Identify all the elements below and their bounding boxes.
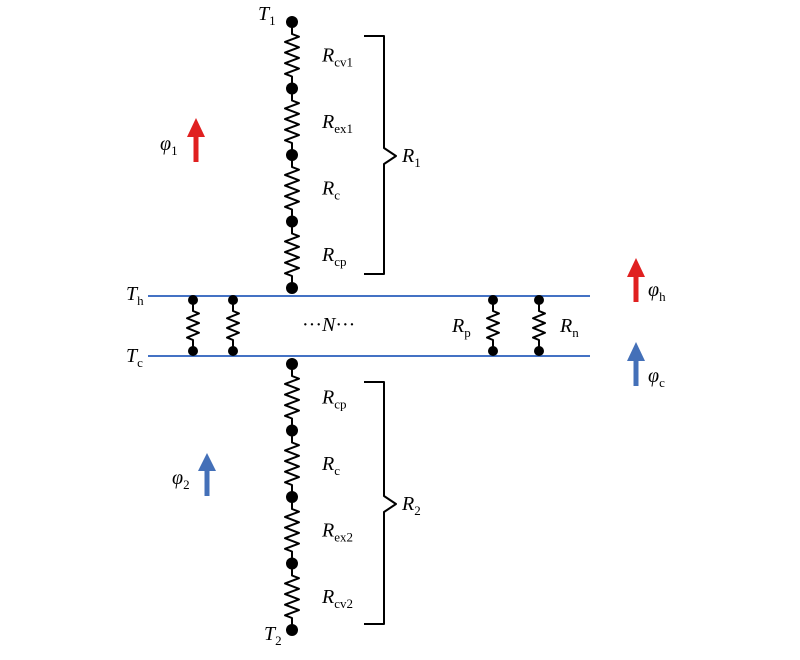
- lower-label-c: Rc: [321, 453, 340, 478]
- phih-label: φh: [648, 279, 666, 304]
- lower-node-1: [286, 424, 298, 437]
- upper-label-cv1: Rcv1: [321, 44, 353, 69]
- lower-resistor-ex2: [284, 502, 300, 559]
- lower-node-2: [286, 491, 298, 503]
- rn-label: Rn: [559, 315, 579, 340]
- parallel-resistor-3: [532, 304, 546, 347]
- lower-node-4: [286, 624, 298, 636]
- n-parallel-label: ···N···: [302, 314, 355, 336]
- lower-resistor-cp: [284, 369, 300, 426]
- lower-resistor-cv2: [284, 568, 300, 625]
- t2-label: T2: [264, 623, 282, 648]
- upper-node-4: [286, 282, 298, 294]
- r2-brace: [364, 381, 397, 625]
- phic-arrow: [627, 342, 645, 386]
- th-label: Th: [126, 283, 144, 308]
- parallel-resistor-0: [186, 304, 200, 347]
- upper-node-0: [286, 16, 298, 28]
- parallel-node-top-2: [488, 295, 498, 305]
- tc-label: Tc: [126, 345, 143, 370]
- lower-label-cp: Rcp: [321, 386, 347, 411]
- upper-label-ex1: Rex1: [321, 111, 353, 136]
- parallel-node-bottom-2: [488, 346, 498, 356]
- lower-resistor-c: [284, 435, 300, 492]
- upper-node-2: [286, 149, 298, 161]
- upper-resistor-cp: [284, 226, 300, 283]
- r2-label: R2: [401, 493, 421, 518]
- r1-label: R1: [401, 145, 421, 170]
- phi1-label: φ1: [160, 133, 178, 158]
- parallel-node-top-0: [188, 295, 198, 305]
- parallel-resistor-group: [186, 295, 546, 356]
- upper-label-c: Rc: [321, 177, 340, 202]
- phih-arrow: [627, 258, 645, 302]
- phi2-arrow: [198, 453, 216, 496]
- upper-node-1: [286, 82, 298, 95]
- parallel-node-top-1: [228, 295, 238, 305]
- upper-node-3: [286, 215, 298, 228]
- upper-label-cp: Rcp: [321, 244, 347, 269]
- parallel-resistor-2: [486, 304, 500, 347]
- phi1-arrow: [187, 118, 205, 162]
- t1-label: T1: [258, 3, 276, 28]
- rp-label: Rp: [451, 315, 471, 340]
- lower-label-cv2: Rcv2: [321, 586, 353, 611]
- upper-resistor-cv1: [284, 27, 300, 84]
- parallel-node-bottom-0: [188, 346, 198, 356]
- upper-resistor-ex1: [284, 93, 300, 150]
- lower-node-3: [286, 557, 298, 570]
- phi2-label: φ2: [172, 467, 190, 492]
- parallel-node-bottom-1: [228, 346, 238, 356]
- lower-label-ex2: Rex2: [321, 519, 353, 544]
- lower-node-0: [286, 358, 298, 370]
- upper-resistor-c: [284, 160, 300, 217]
- parallel-node-bottom-3: [534, 346, 544, 356]
- phic-label: φc: [648, 365, 665, 390]
- parallel-resistor-1: [226, 304, 240, 347]
- parallel-node-top-3: [534, 295, 544, 305]
- r1-brace: [364, 35, 397, 275]
